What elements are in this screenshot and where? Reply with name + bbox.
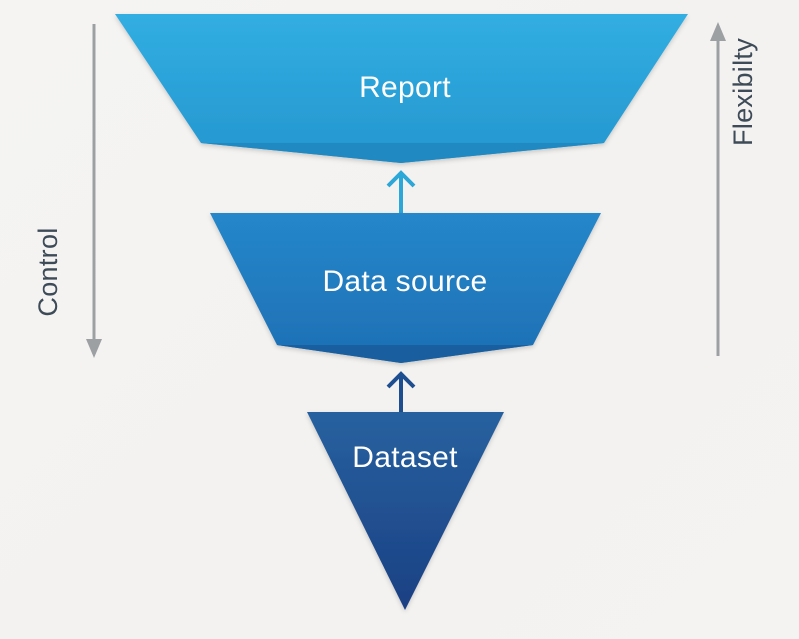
report-label: Report [359,71,451,104]
arrow-down-icon [86,339,102,358]
control-axis-label: Control [33,227,63,316]
data-source-shape-fold [277,345,533,363]
dataset-label: Dataset [352,441,458,474]
arrow-up-dataset-to-datasource-icon [386,371,416,413]
arrow-up-icon [710,22,726,41]
data-source-shape [210,213,601,363]
data-source-label: Data source [322,265,487,298]
arrow-up-datasource-to-report-icon [386,170,416,214]
layer-data-source: Data source [210,213,601,363]
layer-report: Report [115,14,688,163]
axis-control: Control [33,24,102,358]
dataset-shape [307,412,504,610]
report-shape [115,14,688,163]
flexibility-axis-label: Flexibilty [728,38,758,146]
layer-dataset: Dataset [307,412,504,610]
report-shape-fold [201,143,604,163]
axis-flexibility: Flexibilty [710,22,758,356]
